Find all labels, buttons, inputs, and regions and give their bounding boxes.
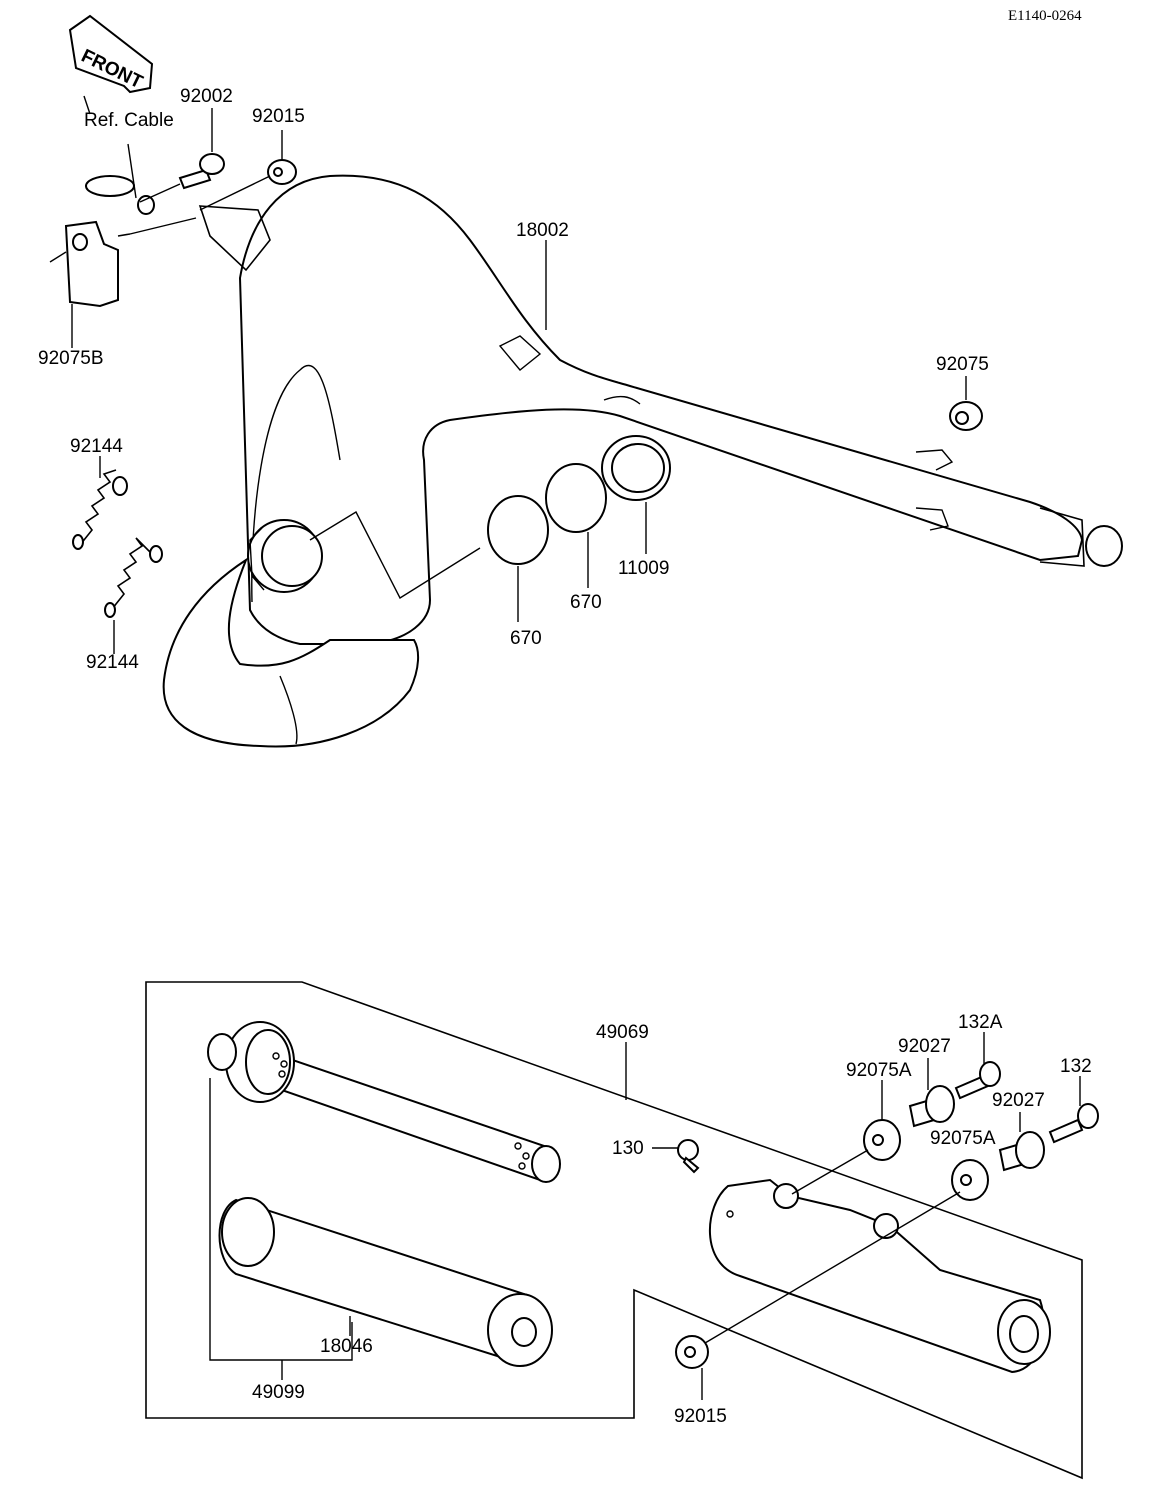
muffler-assembly-outline	[145, 981, 1083, 1480]
drawing-code: E1140-0264	[1008, 8, 1082, 24]
ref-cable-label: Ref. Cable	[84, 110, 174, 131]
label-670-a: 670	[510, 628, 542, 649]
label-92075b: 92075B	[38, 348, 104, 369]
collar-92027-a	[908, 1085, 955, 1128]
grommet-92075a-b	[951, 1159, 989, 1201]
o-ring-670-a	[487, 495, 549, 565]
nut-92015-top	[267, 159, 297, 185]
leader-49099-bracket	[209, 1078, 353, 1361]
label-92027-a: 92027	[898, 1036, 951, 1057]
screw-130	[677, 1139, 700, 1174]
bolt-132	[1048, 1103, 1099, 1144]
inlet-flange	[247, 519, 323, 593]
chamber-belly	[162, 557, 420, 748]
label-92015-top: 92015	[252, 106, 305, 127]
label-92015-bottom: 92015	[674, 1406, 727, 1427]
o-ring-670-b	[545, 463, 607, 533]
label-92002: 92002	[180, 86, 233, 107]
inner-pipe	[207, 1021, 561, 1183]
label-11009: 11009	[618, 558, 669, 579]
label-92075a-a: 92075A	[846, 1060, 912, 1081]
bolt-92002	[178, 153, 225, 190]
packing-18046	[218, 1197, 553, 1367]
label-49099: 49099	[252, 1382, 305, 1403]
label-18002: 18002	[516, 220, 569, 241]
label-132: 132	[1060, 1056, 1092, 1077]
bolt-132a	[954, 1061, 1001, 1100]
label-18046: 18046	[320, 1336, 373, 1357]
label-92075a-b: 92075A	[930, 1128, 996, 1149]
expansion-chamber-18002	[198, 174, 1123, 645]
spring-92144-a	[72, 469, 128, 550]
label-49069: 49069	[596, 1022, 649, 1043]
collar-92027-b	[998, 1131, 1045, 1172]
cable-ring	[85, 175, 135, 197]
leader-ref-cable	[127, 143, 137, 199]
nut-92015-bottom	[675, 1335, 709, 1369]
label-92027-b: 92027	[992, 1090, 1045, 1111]
label-92144-b: 92144	[86, 652, 139, 673]
label-92075: 92075	[936, 354, 989, 375]
front-arrow-icon: FRONT	[68, 14, 154, 93]
spring-92144-b	[104, 537, 163, 618]
ref-cable-leader	[83, 95, 91, 115]
label-670-b: 670	[570, 592, 602, 613]
label-132a: 132A	[958, 1012, 1003, 1033]
leader-670-path	[309, 511, 481, 599]
label-130: 130	[612, 1138, 644, 1159]
grommet-92075a-a	[863, 1119, 901, 1161]
grommet-92075	[949, 401, 983, 431]
gasket-11009	[601, 435, 671, 501]
label-92144-a: 92144	[70, 436, 123, 457]
bracket-92075b	[64, 220, 131, 308]
